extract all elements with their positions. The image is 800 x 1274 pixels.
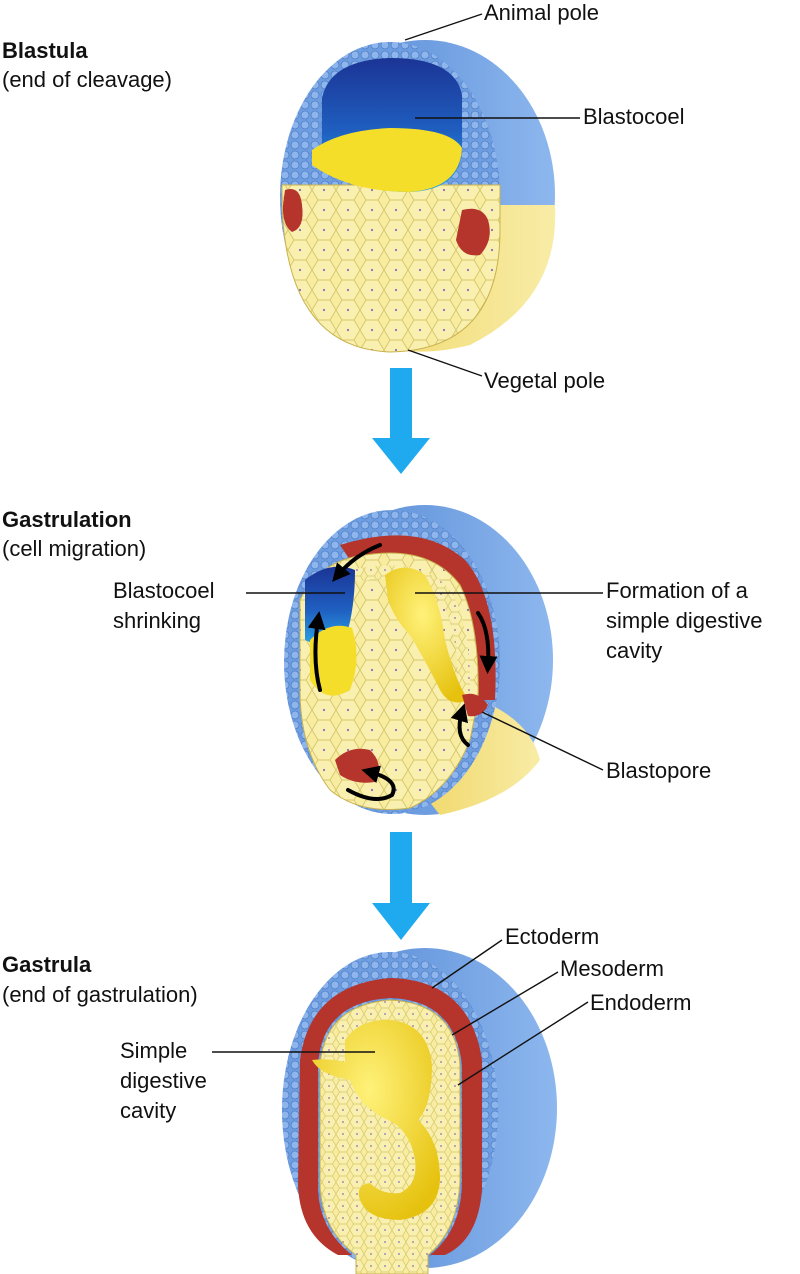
mesoderm-layer xyxy=(298,978,482,1255)
blastula-embryo xyxy=(280,40,556,353)
label-endoderm: Endoderm xyxy=(590,990,692,1015)
stage-title: Blastula xyxy=(2,38,88,63)
migration-arrow-icon xyxy=(450,703,470,747)
label-simple-digestive-cavity-1: Simple xyxy=(120,1038,187,1063)
label-formation-1: Formation of a xyxy=(606,578,749,603)
mesoderm-band xyxy=(340,535,496,700)
yolk-mass xyxy=(281,184,501,353)
gastrulation-embryo xyxy=(284,505,553,815)
blastocoel-yolk xyxy=(310,625,357,696)
gastrulation-stage: Gastrulation (cell migration) xyxy=(2,505,763,815)
migration-arrow-icon xyxy=(346,765,396,801)
leader-line xyxy=(431,939,503,989)
leader-line xyxy=(407,349,483,377)
down-arrow-icon xyxy=(372,368,430,474)
stage-subtitle: (cell migration) xyxy=(2,536,146,561)
blastula-stage: Blastula (end of cleavage) Animal pole B… xyxy=(2,0,685,393)
label-blastocoel-shrinking-1: Blastocoel xyxy=(113,578,215,603)
blastopore-lip xyxy=(462,693,488,717)
stage-subtitle: (end of gastrulation) xyxy=(2,982,198,1007)
label-formation-2: simple digestive xyxy=(606,608,763,633)
label-vegetal-pole: Vegetal pole xyxy=(484,368,605,393)
label-blastopore: Blastopore xyxy=(606,758,711,783)
blastocoel-floor-yolk xyxy=(312,128,462,192)
gastrula-embryo xyxy=(282,948,557,1274)
down-arrow-icon xyxy=(372,832,430,940)
label-ectoderm: Ectoderm xyxy=(505,924,599,949)
label-blastocoel: Blastocoel xyxy=(583,104,685,129)
label-animal-pole: Animal pole xyxy=(484,0,599,25)
leader-line xyxy=(481,711,604,771)
mesoderm-patch-right xyxy=(456,208,490,256)
leader-line xyxy=(451,971,559,1036)
label-mesoderm: Mesoderm xyxy=(560,956,664,981)
label-simple-digestive-cavity-2: digestive xyxy=(120,1068,207,1093)
migration-arrow-icon xyxy=(476,611,498,674)
migration-arrow-icon xyxy=(332,543,382,582)
archenteron xyxy=(385,567,468,703)
mesoderm-patch-left xyxy=(282,189,303,232)
stage-title: Gastrula xyxy=(2,952,92,977)
label-formation-3: cavity xyxy=(606,638,662,663)
gastrula-stage: Gastrula (end of gastrulation) Ectoderm … xyxy=(2,924,692,1274)
leader-line xyxy=(404,13,483,41)
stage-subtitle: (end of cleavage) xyxy=(2,67,172,92)
leader-line xyxy=(457,1001,589,1086)
label-simple-digestive-cavity-3: cavity xyxy=(120,1098,176,1123)
endoderm-layer xyxy=(350,565,471,702)
stage-title: Gastrulation xyxy=(2,507,132,532)
migration-arrow-icon xyxy=(307,611,326,692)
label-blastocoel-shrinking-2: shrinking xyxy=(113,608,201,633)
digestive-cavity xyxy=(312,1019,440,1220)
